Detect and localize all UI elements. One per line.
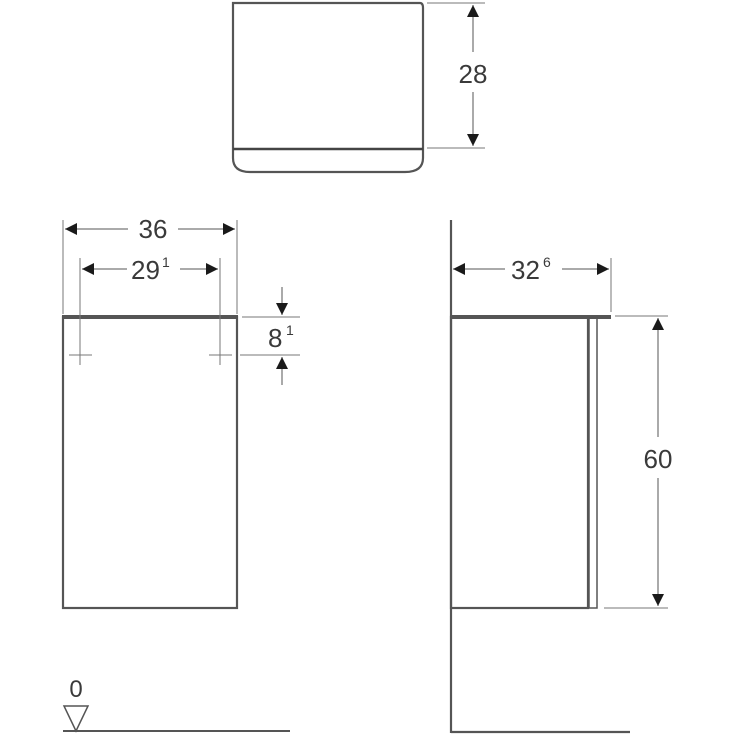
hole-offset-label: 8 [268,323,282,353]
hole-spacing-label: 29 [131,255,160,285]
front-width-dimension: 36 [62,214,238,314]
hole-spacing-dimension: 29 1 [69,254,232,365]
side-depth-dimension: 32 6 [453,254,612,312]
side-depth-superscript: 6 [543,254,551,270]
front-width-label: 36 [139,214,168,244]
side-height-label: 60 [644,444,673,474]
side-depth-label: 32 [511,255,540,285]
front-view: 36 29 1 8 1 [61,214,300,610]
hole-spacing-superscript: 1 [162,254,170,270]
top-depth-dimension: 28 [427,2,488,149]
side-door-panel [588,317,598,609]
level-triangle-icon [62,705,90,733]
front-cabinet-body [61,315,239,610]
floor-level-marker: 0 [62,676,290,733]
top-depth-label: 28 [459,59,488,89]
side-height-dimension: 60 [604,315,673,609]
floor-level-label: 0 [69,676,82,703]
top-view-outline [231,1,425,174]
side-view: 32 6 60 [449,220,673,734]
side-cabinet-body [449,315,590,610]
top-view: 28 [231,1,488,174]
hole-offset-dimension: 8 1 [240,287,300,385]
hole-offset-superscript: 1 [286,322,294,338]
